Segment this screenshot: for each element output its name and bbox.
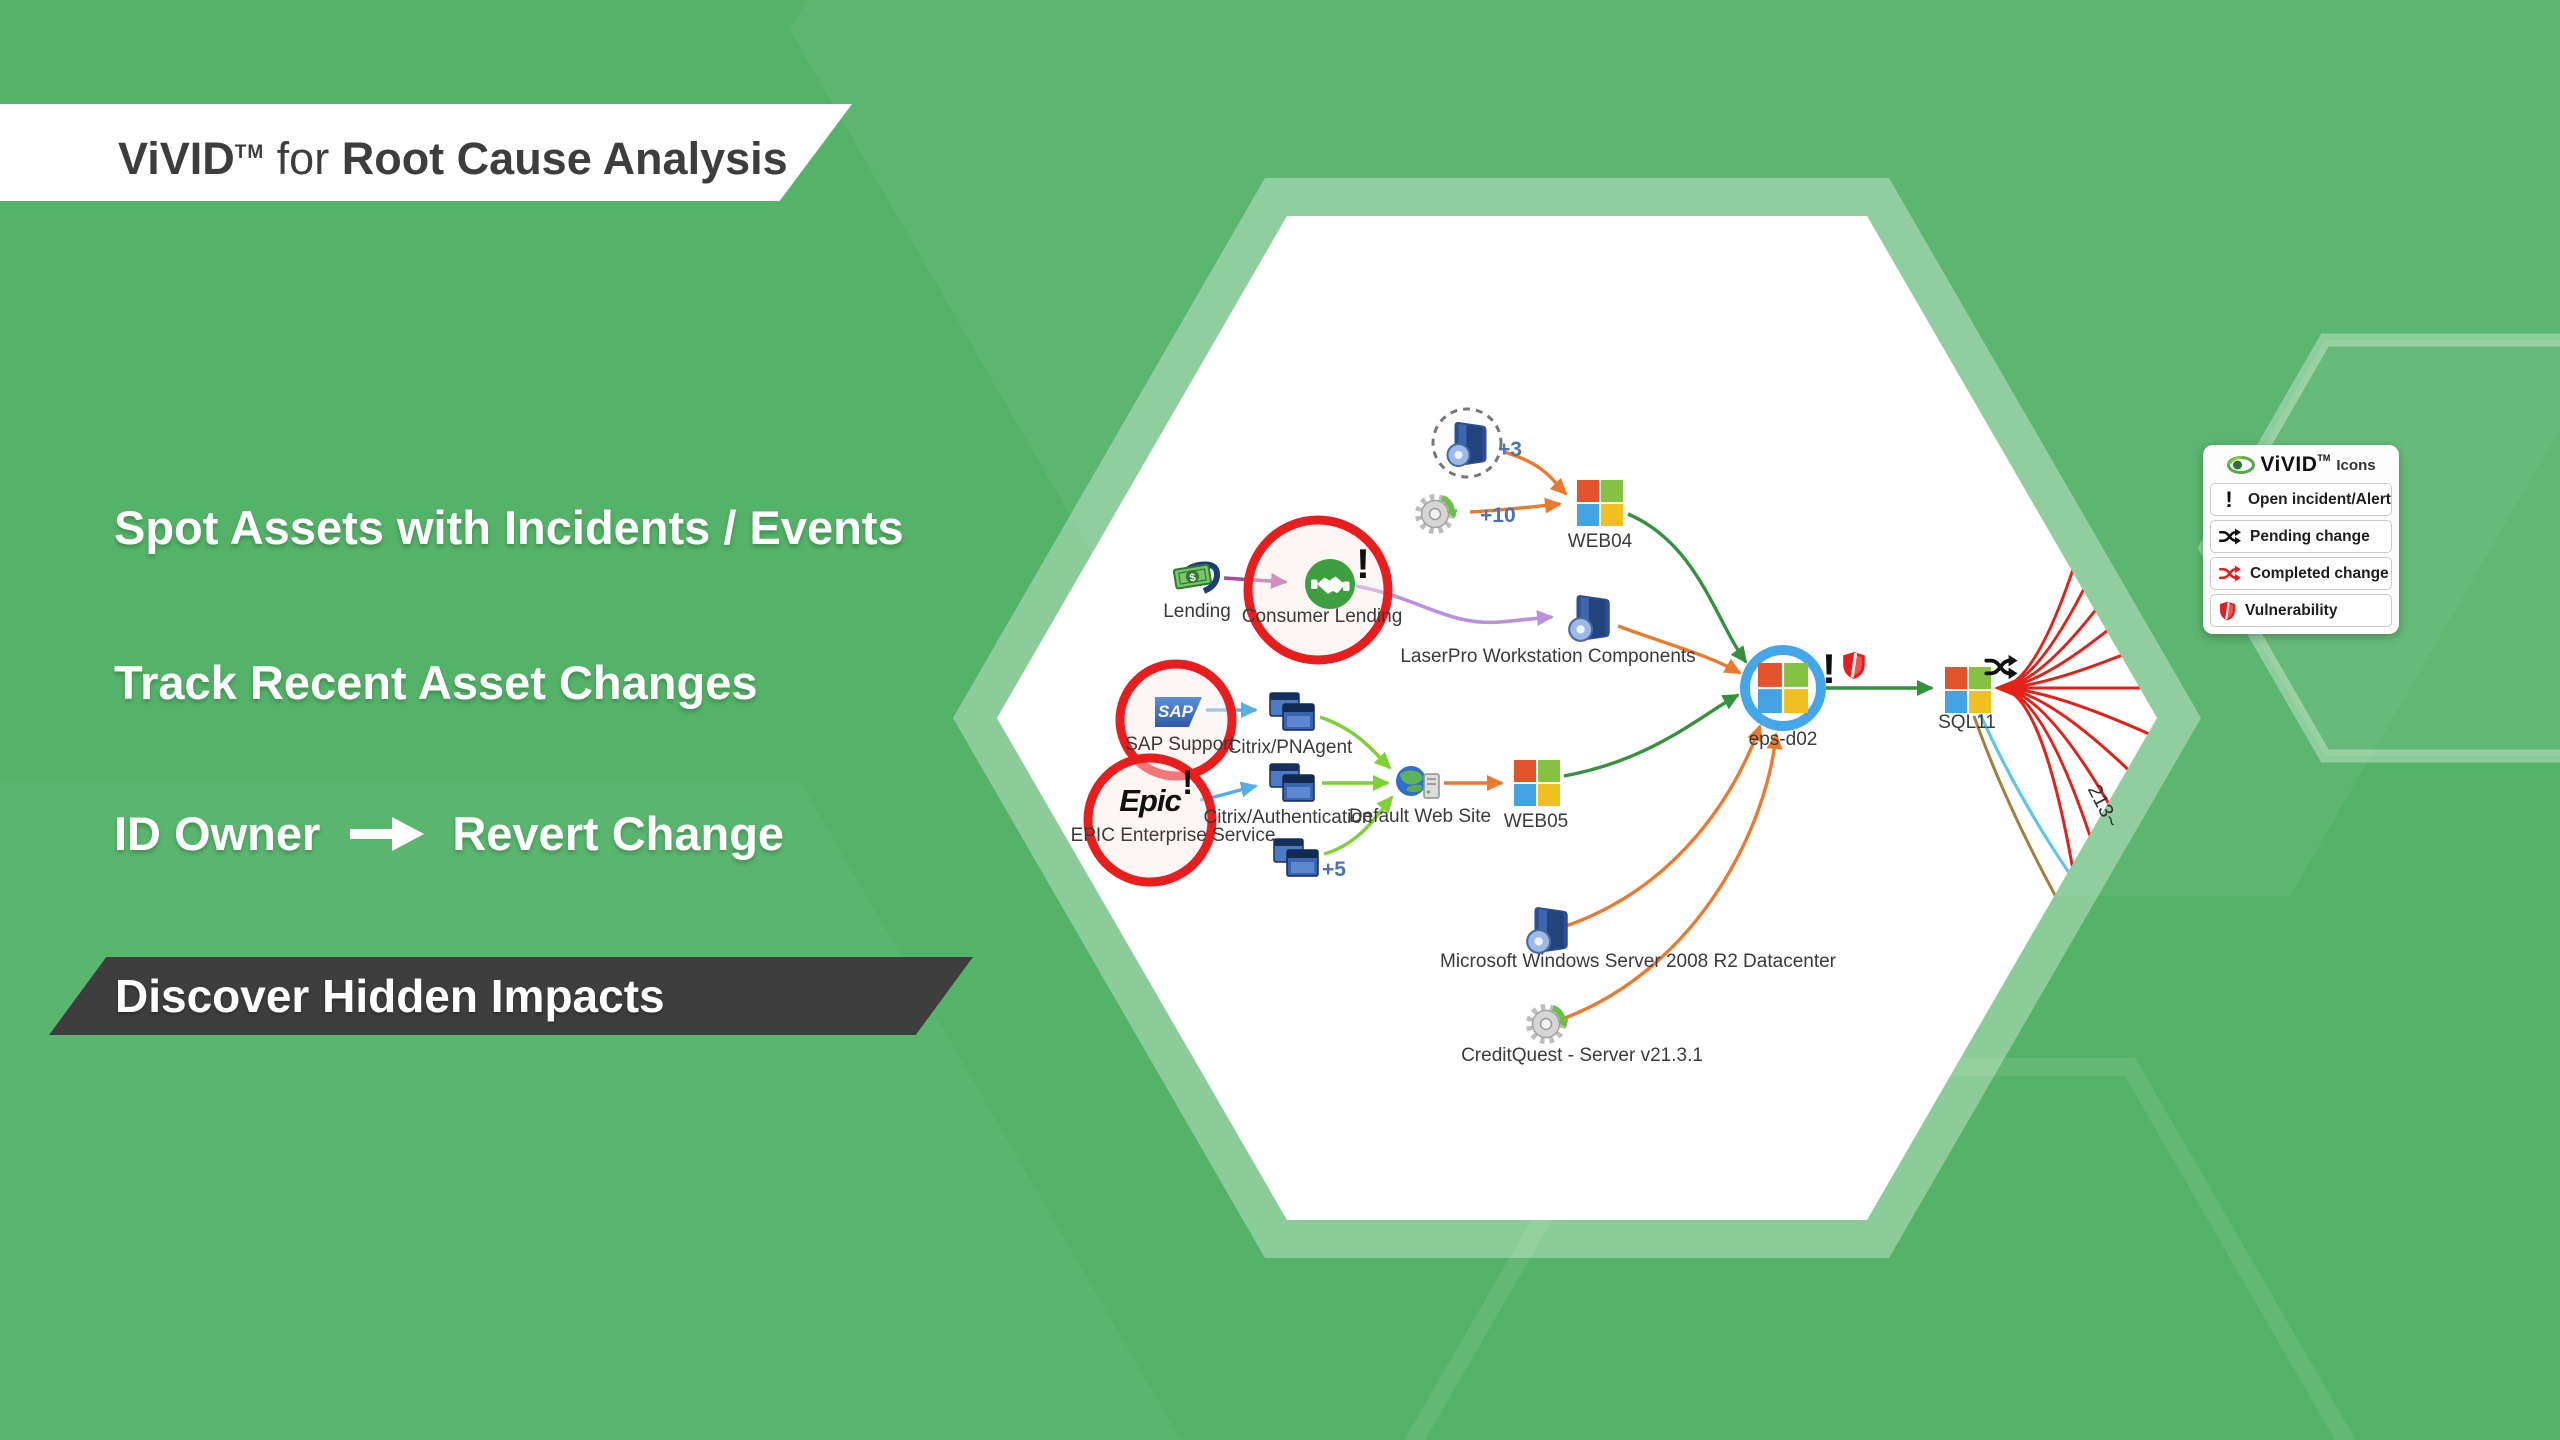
discover-banner: Discover Hidden Impacts: [49, 957, 973, 1035]
title-banner: ViVIDTM for Root Cause Analysis: [0, 104, 852, 201]
title-connector: for: [276, 133, 330, 184]
bullet-id-owner-right: Revert Change: [452, 807, 785, 860]
money-icon: [1170, 556, 1224, 598]
label-sql11: SQL11: [1938, 712, 1996, 733]
software-box-icon: [1445, 419, 1490, 469]
legend-title: ViVID TM Icons: [2210, 453, 2392, 477]
citrix-windows-icon: [1272, 837, 1320, 879]
label-sap-support: SAP Support: [1125, 734, 1235, 755]
vulnerability-shield-icon: [1842, 651, 1866, 685]
right-arrow-icon: [350, 816, 425, 851]
label-default-web-site: Default Web Site: [1348, 806, 1492, 827]
node-creditquest: [1525, 999, 1571, 1050]
count-plus3: +3: [1498, 438, 1522, 461]
lavender-edge: [1355, 584, 1554, 627]
lightgreen-edges: [1319, 715, 1394, 856]
label-win2008: Microsoft Windows Server 2008 R2 Datacen…: [1440, 951, 1836, 972]
gear-sync-icon: [1525, 999, 1571, 1045]
label-web04: WEB04: [1567, 531, 1633, 552]
node-lending: [1170, 556, 1224, 603]
page-title: ViVIDTM for Root Cause Analysis: [0, 104, 852, 201]
diagram-hexagon: [997, 216, 2157, 1220]
vivid-logo-icon: [2226, 455, 2256, 475]
open-incident-icon: !: [1356, 540, 1370, 587]
label-web05: WEB05: [1503, 811, 1569, 832]
red-arrowhead: [1994, 679, 2016, 697]
legend-brand: ViVID: [2260, 453, 2318, 476]
downstream-misc-edges: [1972, 713, 2098, 927]
shuffle-black-icon: [2219, 527, 2241, 546]
dashed-group-circle: [1431, 407, 1503, 479]
title-subject: Root Cause Analysis: [341, 133, 788, 184]
bg-hexagon-faint-bottomleft: [0, 781, 1181, 1440]
node-changes-plus10: [1414, 489, 1460, 540]
label-creditquest: CreditQuest - Server v21.3.1: [1461, 1045, 1703, 1066]
legend-title-suffix: Icons: [2336, 456, 2376, 474]
node-citrix-auth: [1268, 762, 1316, 809]
gear-sync-icon: [1414, 489, 1460, 535]
pending-change-shuffle-icon: [1984, 653, 2018, 686]
globe-server-icon: [1394, 764, 1442, 802]
label-laserpro: LaserPro Workstation Components: [1400, 646, 1696, 667]
label-lending: Lending: [1163, 601, 1231, 622]
node-citrix-pnagent: [1268, 691, 1316, 738]
bullet-id-owner: ID Owner Revert Change: [114, 806, 784, 861]
citrix-windows-icon: [1268, 762, 1316, 804]
shuffle-red-icon: [2219, 564, 2241, 583]
node-web04: [1577, 480, 1623, 531]
label-eps-d02: eps-d02: [1748, 729, 1818, 750]
microsoft-logo-icon: [1758, 663, 1808, 713]
node-laserpro: [1566, 592, 1614, 649]
red-fan-edges: [1998, 447, 2157, 934]
handshake-icon: [1304, 558, 1356, 610]
shield-icon: [2219, 601, 2236, 621]
microsoft-logo-icon: [1514, 760, 1560, 806]
bullet-id-owner-left: ID Owner: [114, 807, 321, 860]
bullet-track-changes: Track Recent Asset Changes: [114, 656, 758, 709]
legend-row-open-incident: ! Open incident/Alert: [2210, 483, 2392, 516]
highlight-ring-epic: [1083, 753, 1217, 887]
node-default-web-site: [1394, 764, 1442, 807]
open-incident-icon: !: [1822, 645, 1836, 692]
software-box-icon: [1524, 904, 1572, 956]
citrix-windows-icon: [1268, 691, 1316, 733]
epic-logo: Epic: [1119, 783, 1181, 818]
bullet-spot-assets: Spot Assets with Incidents / Events: [114, 501, 904, 554]
label-citrix-pnagent: Citrix/PNAgent: [1227, 737, 1353, 758]
legend-row-completed-change: Completed change: [2210, 557, 2392, 590]
node-eps-d02: [1758, 663, 1808, 718]
green-edges: [1563, 512, 1934, 778]
legend-box: ViVID TM Icons ! Open incident/Alert Pen…: [2203, 445, 2399, 634]
magenta-edge: [1223, 573, 1288, 590]
legend-tm: TM: [2317, 453, 2331, 463]
label-consumer-lending: Consumer Lending: [1241, 606, 1403, 627]
microsoft-logo-icon: [1577, 480, 1623, 526]
open-incident-icon: !: [1182, 764, 1194, 802]
legend-row-pending-change: Pending change: [2210, 520, 2392, 553]
exclamation-icon: !: [2225, 486, 2233, 512]
legend-row-vulnerability: Vulnerability: [2210, 594, 2392, 627]
count-plus5: +5: [1322, 858, 1346, 881]
node-apps-plus3: [1445, 419, 1490, 474]
node-web05: [1514, 760, 1560, 811]
count-plus10: +10: [1480, 504, 1516, 527]
title-product: ViVID: [118, 133, 235, 184]
label-citrix-auth: Citrix/Authentication: [1203, 807, 1373, 828]
node-folders-plus5: [1272, 837, 1320, 884]
title-tm: TM: [234, 142, 265, 163]
label-epic-service: EPIC Enterprise Service: [1070, 825, 1276, 846]
orange-edges: [1444, 450, 1783, 1020]
software-box-icon: [1566, 592, 1614, 644]
